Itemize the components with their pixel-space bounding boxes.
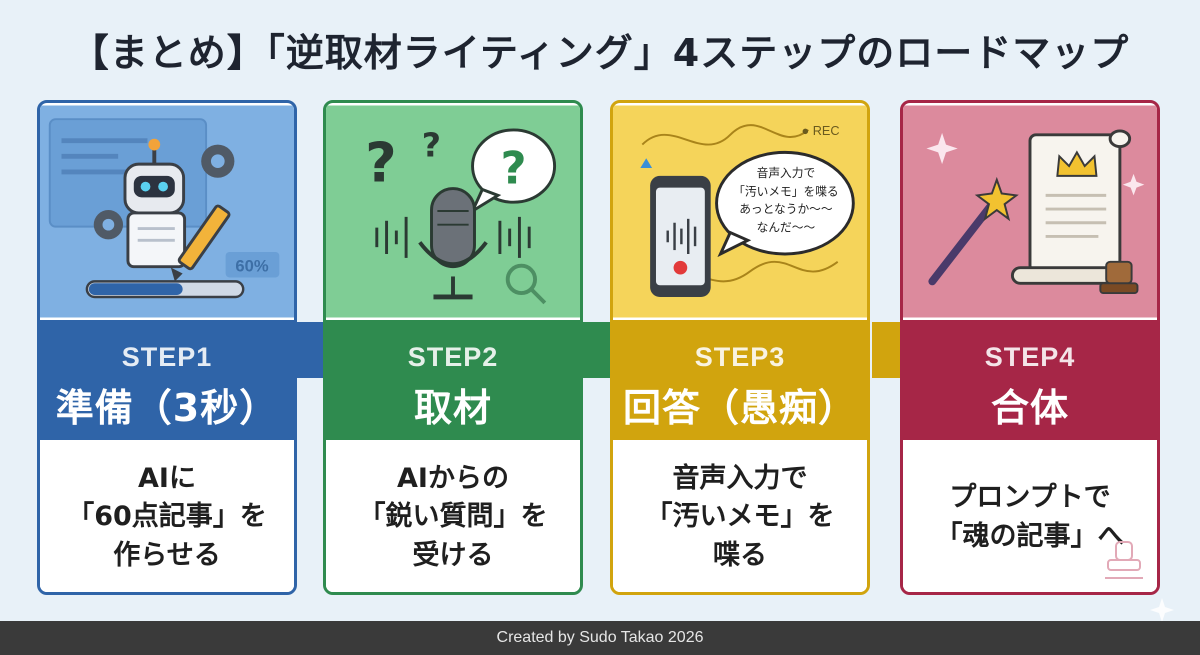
crown-icon xyxy=(1056,150,1098,177)
step3-card: ● REC 音声入力で 「汚いメモ」を喋る あっとなうか～～ なんだ～～ STE… xyxy=(610,100,870,595)
question-mark-icon: ? xyxy=(422,125,441,164)
step1-description-text: AIに 「60点記事」を 作らせる xyxy=(67,463,267,571)
speech-bubble-icon: ? xyxy=(469,128,557,215)
gear-icon xyxy=(93,144,235,240)
sparkle-icon xyxy=(1150,598,1174,622)
stamp-icon xyxy=(1099,260,1139,295)
step2-band: STEP2 取材 xyxy=(326,320,580,440)
footer-credit: Created by Sudo Takao 2026 xyxy=(0,621,1200,655)
step4-description-text: プロンプトで 「魂の記事」へ xyxy=(935,482,1125,552)
scroll-document-icon xyxy=(1010,129,1132,285)
progress-text: 60% xyxy=(235,257,268,276)
microphone-icon xyxy=(418,187,488,300)
rec-indicator: ● REC xyxy=(802,124,840,138)
step3-band: STEP3 回答（愚痴） xyxy=(613,320,867,440)
step1-name: 準備（3秒） xyxy=(55,386,279,430)
step1-label: STEP1 xyxy=(121,342,213,372)
bubble-handwriting: 音声入力で 「汚いメモ」を喋る あっとなうか～～ なんだ～～ xyxy=(733,166,839,235)
step2-card: ? ? ? STEP2 取材 AIからの 「鋭い質問」を xyxy=(323,100,583,595)
magic-wand-icon xyxy=(928,176,1019,286)
step2-description-text: AIからの 「鋭い質問」を 受ける xyxy=(358,463,548,571)
step3-name: 回答（愚痴） xyxy=(622,386,857,430)
stamp-outline-icon xyxy=(1105,541,1143,579)
step4-card: STEP4 合体 プロンプトで 「魂の記事」へ xyxy=(900,100,1160,595)
step4-name: 合体 xyxy=(990,386,1069,430)
step4-band: STEP4 合体 xyxy=(903,320,1157,440)
microphone-question-illustration: ? ? ? xyxy=(326,105,580,318)
step1-description: AIに 「60点記事」を 作らせる xyxy=(40,440,294,592)
step2-description: AIからの 「鋭い質問」を 受ける xyxy=(326,440,580,592)
step3-description: 音声入力で 「汚いメモ」を 喋る xyxy=(613,440,867,592)
svg-text:?: ? xyxy=(501,142,527,195)
magic-wand-scroll-illustration xyxy=(903,105,1157,318)
question-mark-icon: ? xyxy=(365,131,397,195)
step2-label: STEP2 xyxy=(407,342,499,372)
step3-label: STEP3 xyxy=(694,342,786,372)
magnifier-icon xyxy=(505,263,547,305)
step4-label: STEP4 xyxy=(984,342,1076,372)
step4-description: プロンプトで 「魂の記事」へ xyxy=(903,440,1157,592)
robot-writing-illustration: 60% xyxy=(40,105,294,318)
step1-band: STEP1 準備（3秒） xyxy=(40,320,294,440)
pencil-icon xyxy=(170,204,231,282)
step2-name: 取材 xyxy=(413,386,492,430)
sound-wave-icon xyxy=(375,216,531,258)
speech-bubble-icon xyxy=(715,150,855,258)
step1-card: 60% STEP1 準備（3秒） AIに 「60点記事」を 作らせる xyxy=(37,100,297,595)
phone-voice-memo-illustration: ● REC 音声入力で 「汚いメモ」を喋る あっとなうか～～ なんだ～～ xyxy=(613,105,867,318)
page-title: 【まとめ】「逆取材ライティング」4ステップのロードマップ xyxy=(70,31,1130,75)
step3-description-text: 音声入力で 「汚いメモ」を 喋る xyxy=(645,463,835,571)
smartphone-icon xyxy=(650,175,711,297)
